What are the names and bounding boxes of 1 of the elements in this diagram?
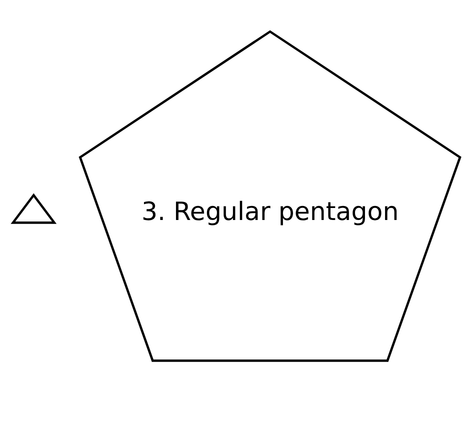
node-triangle <box>10 193 57 224</box>
